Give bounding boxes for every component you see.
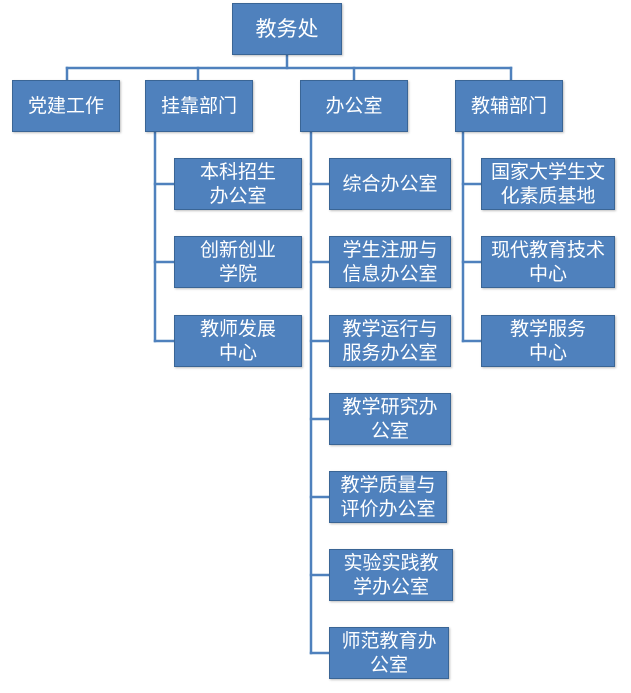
office-box: 办公室: [300, 80, 408, 132]
office-item-label: 师范教育办 公室: [341, 630, 437, 676]
support-item-box: 教学服务 中心: [481, 315, 615, 367]
support-item-label: 教学服务 中心: [509, 318, 586, 364]
office-item-box: 师范教育办 公室: [329, 627, 449, 679]
office-item-box: 学生注册与 信息办公室: [329, 236, 451, 288]
office-item-label: 实验实践教 学办公室: [343, 552, 439, 598]
support-item-box: 国家大学生文 化素质基地: [481, 158, 615, 210]
office-item-label: 教学质量与 评价办公室: [340, 474, 436, 520]
affiliated-item-label: 本科招生 办公室: [199, 161, 276, 207]
support-departments-label: 教辅部门: [470, 95, 547, 117]
support-item-box: 现代教育技术 中心: [481, 236, 615, 288]
office-item-box: 教学运行与 服务办公室: [329, 315, 451, 367]
office-item-label: 综合办公室: [342, 173, 438, 195]
party-work-box: 党建工作: [12, 80, 120, 132]
office-item-box: 实验实践教 学办公室: [329, 549, 453, 601]
office-item-label: 教学研究办 公室: [342, 396, 438, 442]
office-item-box: 综合办公室: [329, 158, 451, 210]
affiliated-item-box: 教师发展 中心: [174, 315, 302, 367]
affiliated-departments-label: 挂靠部门: [160, 95, 237, 117]
support-departments-box: 教辅部门: [455, 80, 563, 132]
affiliated-item-label: 创新创业 学院: [199, 239, 276, 285]
root-node-label: 教务处: [255, 17, 319, 41]
office-item-label: 教学运行与 服务办公室: [342, 318, 438, 364]
office-item-box: 教学质量与 评价办公室: [329, 471, 447, 523]
affiliated-item-box: 本科招生 办公室: [174, 158, 302, 210]
office-label: 办公室: [325, 95, 383, 117]
root-node-box: 教务处: [232, 3, 342, 55]
support-item-label: 现代教育技术 中心: [490, 239, 605, 285]
affiliated-item-label: 教师发展 中心: [199, 318, 276, 364]
support-item-label: 国家大学生文 化素质基地: [490, 161, 605, 207]
office-item-label: 学生注册与 信息办公室: [342, 239, 438, 285]
party-work-label: 党建工作: [27, 95, 104, 117]
affiliated-item-box: 创新创业 学院: [174, 236, 302, 288]
affiliated-departments-box: 挂靠部门: [145, 80, 253, 132]
office-item-box: 教学研究办 公室: [329, 393, 451, 445]
